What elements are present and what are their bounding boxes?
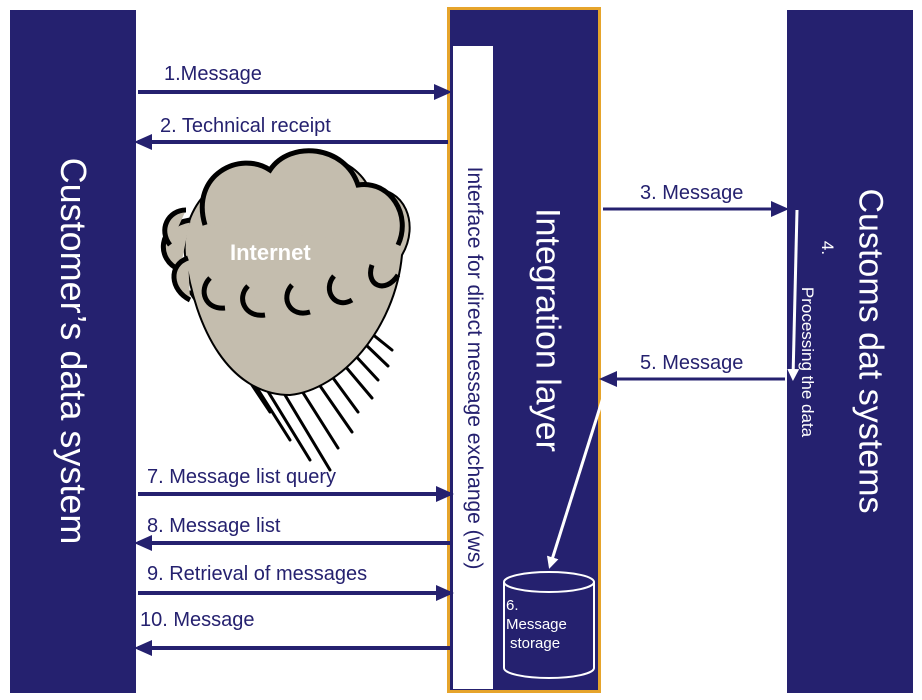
customer-system-block: Customer’s data system bbox=[10, 10, 136, 693]
processing-arrow bbox=[787, 209, 800, 381]
message-label-7: 7. Message list query bbox=[147, 466, 336, 488]
message-label-10: 10. Message bbox=[140, 609, 255, 631]
interface-strip: Interface for direct message exchange (w… bbox=[452, 45, 494, 690]
cloud-rain-icon bbox=[161, 148, 411, 472]
message-label-3: 3. Message bbox=[640, 182, 744, 204]
message-label-5: 5. Message bbox=[640, 352, 744, 374]
storage-label-1: Message bbox=[506, 616, 567, 633]
message-label-2: 2. Technical receipt bbox=[160, 115, 331, 137]
message-label-9: 9. Retrieval of messages bbox=[147, 563, 368, 585]
storage-arrow bbox=[546, 384, 609, 569]
database-cylinder-icon bbox=[503, 571, 595, 679]
message-label-8: 8. Message list bbox=[147, 515, 281, 537]
storage-label-2: storage bbox=[510, 635, 561, 652]
internet-label: Internet bbox=[230, 240, 311, 265]
customs-systems-block: Customs dat systems 4. Processing the da… bbox=[787, 10, 913, 693]
message-label-1: 1.Message bbox=[164, 63, 262, 85]
storage-num: 6. bbox=[506, 597, 519, 614]
